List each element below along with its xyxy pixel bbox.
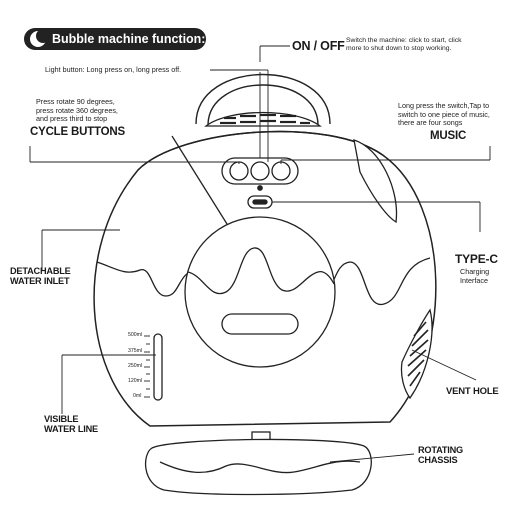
- gauge-label: 0ml: [133, 393, 142, 399]
- cycle-description-line: press rotate 360 degrees,: [36, 105, 118, 115]
- on-off-description: Switch the machine: click to start, clic…: [346, 37, 462, 52]
- music-description-line: switch to one piece of music,: [398, 109, 490, 119]
- type-c-label: TYPE-C: [455, 252, 498, 266]
- music-description-line: Long press the switch,Tap to: [398, 101, 490, 110]
- title-badge: [24, 28, 206, 50]
- rotating-chassis-label: ROTATING CHASSIS: [418, 445, 463, 465]
- music-description-line: there are four songs: [398, 118, 463, 128]
- cycle-description: Press rotate 90 degrees, press rotate 36…: [36, 97, 118, 124]
- on-off-label: ON / OFF: [292, 39, 345, 53]
- type-c-description-line: Charging: [460, 267, 490, 276]
- rotating-label-line: ROTATING: [418, 445, 464, 455]
- on-off-description-line: Switch the machine: click to start, clic…: [346, 37, 462, 44]
- vent-hole-label: VENT HOLE: [446, 386, 499, 397]
- moon-icon-cutout: [36, 29, 50, 43]
- page-title: Bubble machine function:: [52, 32, 206, 46]
- gauge-label: 250ml: [128, 363, 143, 369]
- detachable-label-line: WATER INLET: [10, 276, 70, 286]
- rotating-label-line: CHASSIS: [418, 455, 458, 465]
- light-button-description: Light button: Long press on, long press …: [45, 65, 182, 74]
- gauge-label: 375ml: [128, 348, 143, 354]
- visible-water-label-line: VISIBLE: [44, 414, 79, 424]
- music-label: MUSIC: [430, 130, 467, 142]
- gauge-label: 120ml: [128, 378, 143, 384]
- gauge-label: 500ml: [128, 332, 143, 338]
- visible-water-line-label: VISIBLE WATER LINE: [44, 414, 98, 434]
- cycle-buttons-label: CYCLE BUTTONS: [30, 126, 125, 138]
- detachable-label-line: DETACHABLE: [10, 266, 71, 276]
- cycle-description-line: Press rotate 90 degrees,: [36, 97, 115, 106]
- cycle-description-line: and press third to stop: [36, 114, 108, 124]
- music-description: Long press the switch,Tap to switch to o…: [398, 101, 490, 128]
- type-c-description: Charging Interface: [460, 267, 490, 285]
- type-c-description-line: Interface: [460, 275, 488, 285]
- on-off-description-line: more to shut down to stop working.: [346, 44, 452, 52]
- visible-water-label-line: WATER LINE: [44, 424, 98, 434]
- detachable-water-inlet-label: DETACHABLE WATER INLET: [10, 266, 71, 286]
